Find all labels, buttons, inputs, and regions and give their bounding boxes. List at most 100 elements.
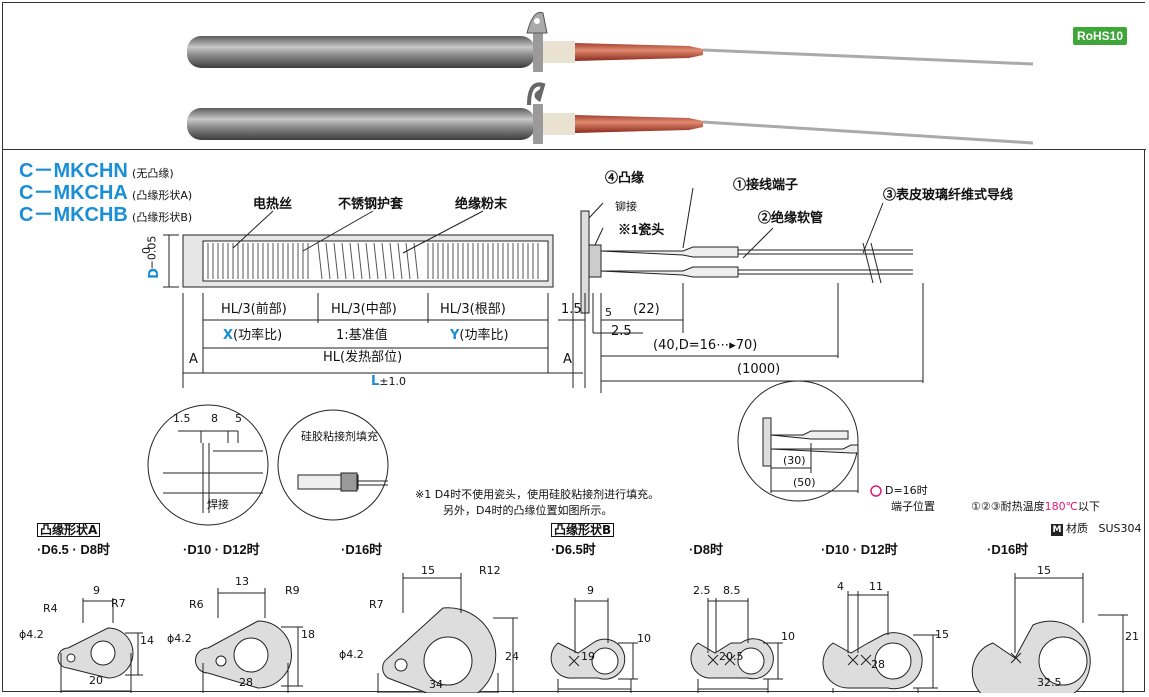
title-row-2: C－MKCHA (凸缘形状A) xyxy=(19,182,193,204)
label-heater-wire: 电热丝 xyxy=(253,196,293,211)
flange-shape-b-label: 凸缘形状B xyxy=(551,523,615,537)
fa3-r7: R7 xyxy=(369,598,384,611)
fb3-4: 4 xyxy=(837,580,844,593)
technical-drawing xyxy=(57,187,1128,693)
flange-b1 xyxy=(550,598,638,693)
fa1-9: 9 xyxy=(93,584,100,597)
terminal-1 xyxy=(600,246,739,258)
fb2-20-5: 20.5 xyxy=(719,650,744,663)
fa1-r4: R4 xyxy=(43,602,58,615)
detail-d16-b: 端子位置 xyxy=(891,500,935,513)
label-rivet: 铆接 xyxy=(615,200,637,213)
fa1-phi: ϕ4.2 xyxy=(19,628,44,641)
fa3-24: 24 xyxy=(505,650,519,663)
fb1-10: 10 xyxy=(637,632,651,645)
dim-hl-mid: HL/3(中部) xyxy=(331,302,397,317)
heater-photo-2 xyxy=(187,82,1034,145)
fb3-11: 11 xyxy=(869,580,883,593)
dim-y-ratio: Y(功率比) xyxy=(450,328,509,343)
dim-a-right: A xyxy=(563,352,572,367)
fa2-18: 18 xyxy=(301,628,315,641)
label-sheath: 不锈钢护套 xyxy=(338,196,404,211)
flange-a3 xyxy=(377,573,518,693)
fb4-21: 21 xyxy=(1125,630,1139,643)
detail-d16-a: D=16时 xyxy=(885,484,928,497)
detail-8: 8 xyxy=(211,412,218,425)
label-lead: ③表皮玻璃纤维式导线 xyxy=(883,187,1014,202)
detail-silicone: 硅胶粘接剂填充 xyxy=(301,430,378,443)
detail-circle-2 xyxy=(277,409,389,521)
note-1: ※1 D4时不使用瓷头，使用硅胶粘接剂进行填充。 xyxy=(415,488,660,501)
terminal-2 xyxy=(600,266,739,278)
pink-marker xyxy=(870,485,882,497)
fa3-34: 34 xyxy=(429,678,443,691)
fb2-8-5: 8.5 xyxy=(723,584,741,597)
flange-b4-title: ·D16时 xyxy=(987,542,1029,557)
label-terminal: ①接线端子 xyxy=(733,177,799,192)
dim-x-ratio: X(功率比) xyxy=(223,328,283,343)
dim-5: 5 xyxy=(605,306,612,319)
fb3-15: 15 xyxy=(935,628,949,641)
fb2-10: 10 xyxy=(781,630,795,643)
fa3-phi: ϕ4.2 xyxy=(339,648,364,661)
dim-l: L±1.0 xyxy=(371,374,407,389)
fa1-r7: R7 xyxy=(111,597,126,610)
dim-2-5: 2.5 xyxy=(611,324,632,339)
fb1-19: 19 xyxy=(581,650,595,663)
fb1-9: 9 xyxy=(587,584,594,597)
flange-b2 xyxy=(690,598,783,693)
flange-b2-title: ·D8时 xyxy=(689,542,723,557)
fb3-28: 28 xyxy=(871,658,885,671)
fa1-14: 14 xyxy=(140,634,154,647)
dim-d-label: D xyxy=(146,268,162,279)
detail-circle-3 xyxy=(737,380,859,502)
dim-1-5: 1.5 xyxy=(561,302,582,317)
flange-b3 xyxy=(822,591,938,693)
title-row-3: C－MKCHB (凸缘形状B) xyxy=(19,204,193,226)
dim-hl: HL(发热部位) xyxy=(323,350,403,365)
break-marks xyxy=(862,242,882,284)
detail-1-5: 1.5 xyxy=(173,412,191,425)
dim-base: 1:基准值 xyxy=(336,328,388,343)
flange-a2 xyxy=(195,588,303,693)
label-tube: ②绝缘软管 xyxy=(758,210,824,225)
ceramic-head xyxy=(588,244,602,278)
detail-5: 5 xyxy=(235,412,242,425)
flange-b1-title: ·D6.5时 xyxy=(551,542,596,557)
heater-photos xyxy=(187,11,1034,145)
dim-22: (22) xyxy=(633,302,660,317)
flange-b3-title: ·D10 · D12时 xyxy=(821,542,898,557)
label-ceramic: ※1瓷头 xyxy=(618,222,665,237)
product-photo-area: RoHS10 xyxy=(3,3,1146,150)
flange-shape-a-label: 凸缘形状A xyxy=(37,523,101,537)
label-powder: 绝缘粉末 xyxy=(455,196,508,211)
fb2-2-5: 2.5 xyxy=(693,584,711,597)
flange-a1 xyxy=(57,598,143,693)
flange-a3-title: ·D16时 xyxy=(341,542,383,557)
fa2-r6: R6 xyxy=(189,598,204,611)
fa2-phi: ϕ4.2 xyxy=(167,632,192,645)
dim-40: (40,D=16⋯▸70) xyxy=(653,338,758,353)
heat-note: ①②③耐热温度180℃以下 xyxy=(971,500,1100,513)
dim-1000: (1000) xyxy=(737,362,781,377)
flange-a1-title: ·D6.5 · D8时 xyxy=(37,542,110,557)
label-flange: ④凸缘 xyxy=(605,170,645,185)
fa3-r12: R12 xyxy=(479,564,501,577)
fb4-15: 15 xyxy=(1037,564,1051,577)
flange-a2-title: ·D10 · D12时 xyxy=(183,542,260,557)
dim-d-tol-1: −0.05 xyxy=(145,235,159,270)
coil-lines xyxy=(207,242,539,280)
note-2: 另外，D4时的凸缘位置如图所示。 xyxy=(443,504,613,517)
detail-30: (30) xyxy=(783,454,806,467)
rohs-badge: RoHS10 xyxy=(1073,27,1128,45)
fa2-r9: R9 xyxy=(285,584,300,597)
detail-weld: 焊接 xyxy=(207,498,229,511)
detail-circle-1 xyxy=(147,404,269,526)
detail-50: (50) xyxy=(793,476,816,489)
fa2-13: 13 xyxy=(235,575,249,588)
dim-hl-root: HL/3(根部) xyxy=(440,302,506,317)
fa3-15: 15 xyxy=(421,564,435,577)
dim-hl-front: HL/3(前部) xyxy=(221,302,287,317)
